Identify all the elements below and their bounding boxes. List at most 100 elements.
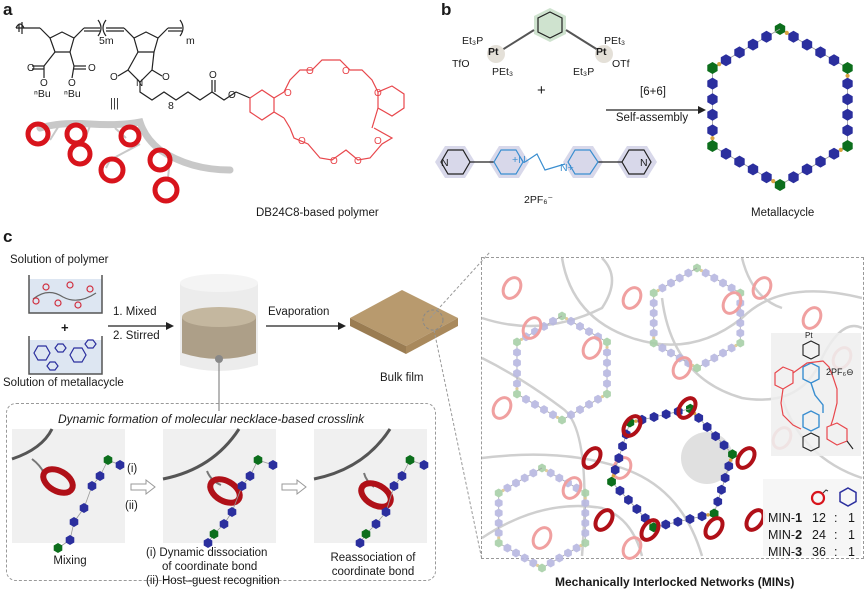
pt-linker-dot	[515, 387, 519, 391]
faded-crown-ring	[721, 291, 743, 315]
blue-hexagon	[546, 468, 555, 478]
blue-hexagon	[95, 471, 105, 481]
necklace-ring	[707, 23, 853, 191]
blue-hexagon	[494, 508, 503, 518]
pt-linker-dot	[784, 30, 789, 35]
blue-hexagon	[701, 268, 710, 278]
ratio-sep: :	[834, 545, 838, 559]
crown-ring	[676, 396, 698, 420]
equivalence-symbol: |||	[110, 98, 119, 110]
panel-c-label: c	[3, 227, 13, 246]
blue-hexagon	[203, 538, 213, 548]
hex-ratio: 1	[848, 511, 855, 525]
plus-sign-c: +	[61, 320, 69, 335]
green-hexagon	[538, 563, 546, 573]
blue-hexagon	[529, 468, 538, 478]
stage-reassociation-frame	[313, 428, 427, 543]
pt-left-left: TfO	[452, 58, 470, 70]
blue-hexagon	[614, 453, 624, 464]
evaporation-label: Evaporation	[268, 306, 330, 318]
min-row-2: MIN-2 24 : 1	[768, 528, 855, 542]
blue-hexagon	[585, 399, 593, 409]
blue-hexagon	[736, 328, 745, 338]
ring-ratio: 24	[812, 528, 826, 542]
blue-hexagon	[397, 471, 407, 481]
blue-hexagon	[237, 481, 247, 491]
blue-hexagon	[717, 484, 726, 495]
green-hexagon	[603, 337, 611, 347]
svg-text:O: O	[342, 66, 350, 77]
bipyridinium-structure	[435, 146, 657, 178]
blue-hexagon	[761, 30, 772, 43]
pt-linker-dot	[710, 136, 715, 141]
blue-hexagon	[734, 155, 745, 168]
network-caption: Mechanically Interlocked Networks (MINs)	[555, 575, 795, 589]
blue-hexagon	[658, 283, 667, 293]
pt-linker-dot	[652, 336, 656, 340]
inset-counterion: 2PF₆⊖	[826, 367, 854, 377]
blue-hexagon	[512, 478, 520, 488]
green-hexagon	[607, 476, 616, 487]
blue-hexagon	[828, 54, 840, 67]
blue-hexagon	[581, 508, 590, 518]
pt-left-top: Et₃P	[462, 35, 484, 47]
stage-arrow-2	[281, 478, 307, 496]
pyridine-n-left: N	[441, 157, 449, 169]
crown-ring	[639, 518, 661, 542]
blue-hexagon	[684, 268, 693, 278]
blue-hexagon	[649, 308, 658, 318]
green-hexagon	[53, 543, 63, 553]
blue-hexagon	[667, 348, 675, 358]
blue-hexagon	[219, 519, 229, 529]
chain-linker	[231, 485, 243, 513]
blue-hexagon	[685, 514, 695, 524]
blue-hexagon	[419, 460, 429, 470]
metallacycle-diagram	[707, 23, 853, 191]
blue-hexagon	[842, 77, 853, 90]
dynamic-formation-inset	[6, 403, 436, 581]
blue-hexagon	[603, 358, 611, 368]
blue-hexagon	[842, 93, 853, 106]
crown-ring	[621, 414, 643, 438]
blue-hexagon	[761, 171, 772, 184]
min-name: MIN-	[768, 511, 796, 525]
faded-crown-ring	[801, 306, 823, 330]
svg-text:O: O	[354, 156, 362, 167]
faded-crown-ring	[621, 286, 643, 310]
reaction-condition-top: [6+6]	[640, 86, 666, 98]
blue-hexagon	[513, 358, 521, 368]
blue-hexagon	[564, 548, 572, 558]
blue-hexagon	[618, 441, 627, 452]
hexagon-icon	[839, 487, 857, 507]
polymer-chain	[481, 453, 704, 557]
blue-hexagon	[576, 321, 584, 331]
green-hexagon	[361, 529, 371, 539]
blue-hexagon	[719, 348, 727, 358]
faded-crown-ring	[521, 316, 543, 340]
ratio-sep: :	[834, 511, 838, 525]
counterion-b: 2PF₆⁻	[524, 194, 554, 206]
green-hexagon	[709, 508, 719, 519]
blue-hexagon	[531, 399, 539, 409]
blue-hexagon	[268, 460, 278, 470]
blue-hexagon	[801, 38, 813, 51]
blue-hexagon	[581, 498, 590, 508]
blue-hexagon	[567, 316, 575, 326]
green-hexagon	[842, 62, 853, 74]
green-hexagon	[558, 415, 566, 425]
svg-text:O: O	[27, 63, 35, 74]
plus-sign-b: +	[537, 82, 546, 99]
panel-a-caption: DB24C8-based polymer	[256, 207, 379, 219]
blue-hexagon	[585, 327, 593, 337]
stage-reassociation-label: Reassociation of coordinate bond	[318, 551, 428, 579]
svg-text:O: O	[374, 136, 382, 147]
crown-ring	[703, 516, 725, 540]
stage-mixing-label: Mixing	[53, 555, 87, 567]
min-row-1: MIN-1 12 : 1	[768, 511, 855, 525]
min-ratio-table	[763, 479, 861, 556]
faded-crown-ring	[491, 396, 513, 420]
chain-linker	[385, 485, 395, 513]
blue-hexagon	[707, 93, 718, 106]
pt-right-right: OTf	[612, 58, 630, 70]
blue-hexagon	[661, 519, 671, 530]
